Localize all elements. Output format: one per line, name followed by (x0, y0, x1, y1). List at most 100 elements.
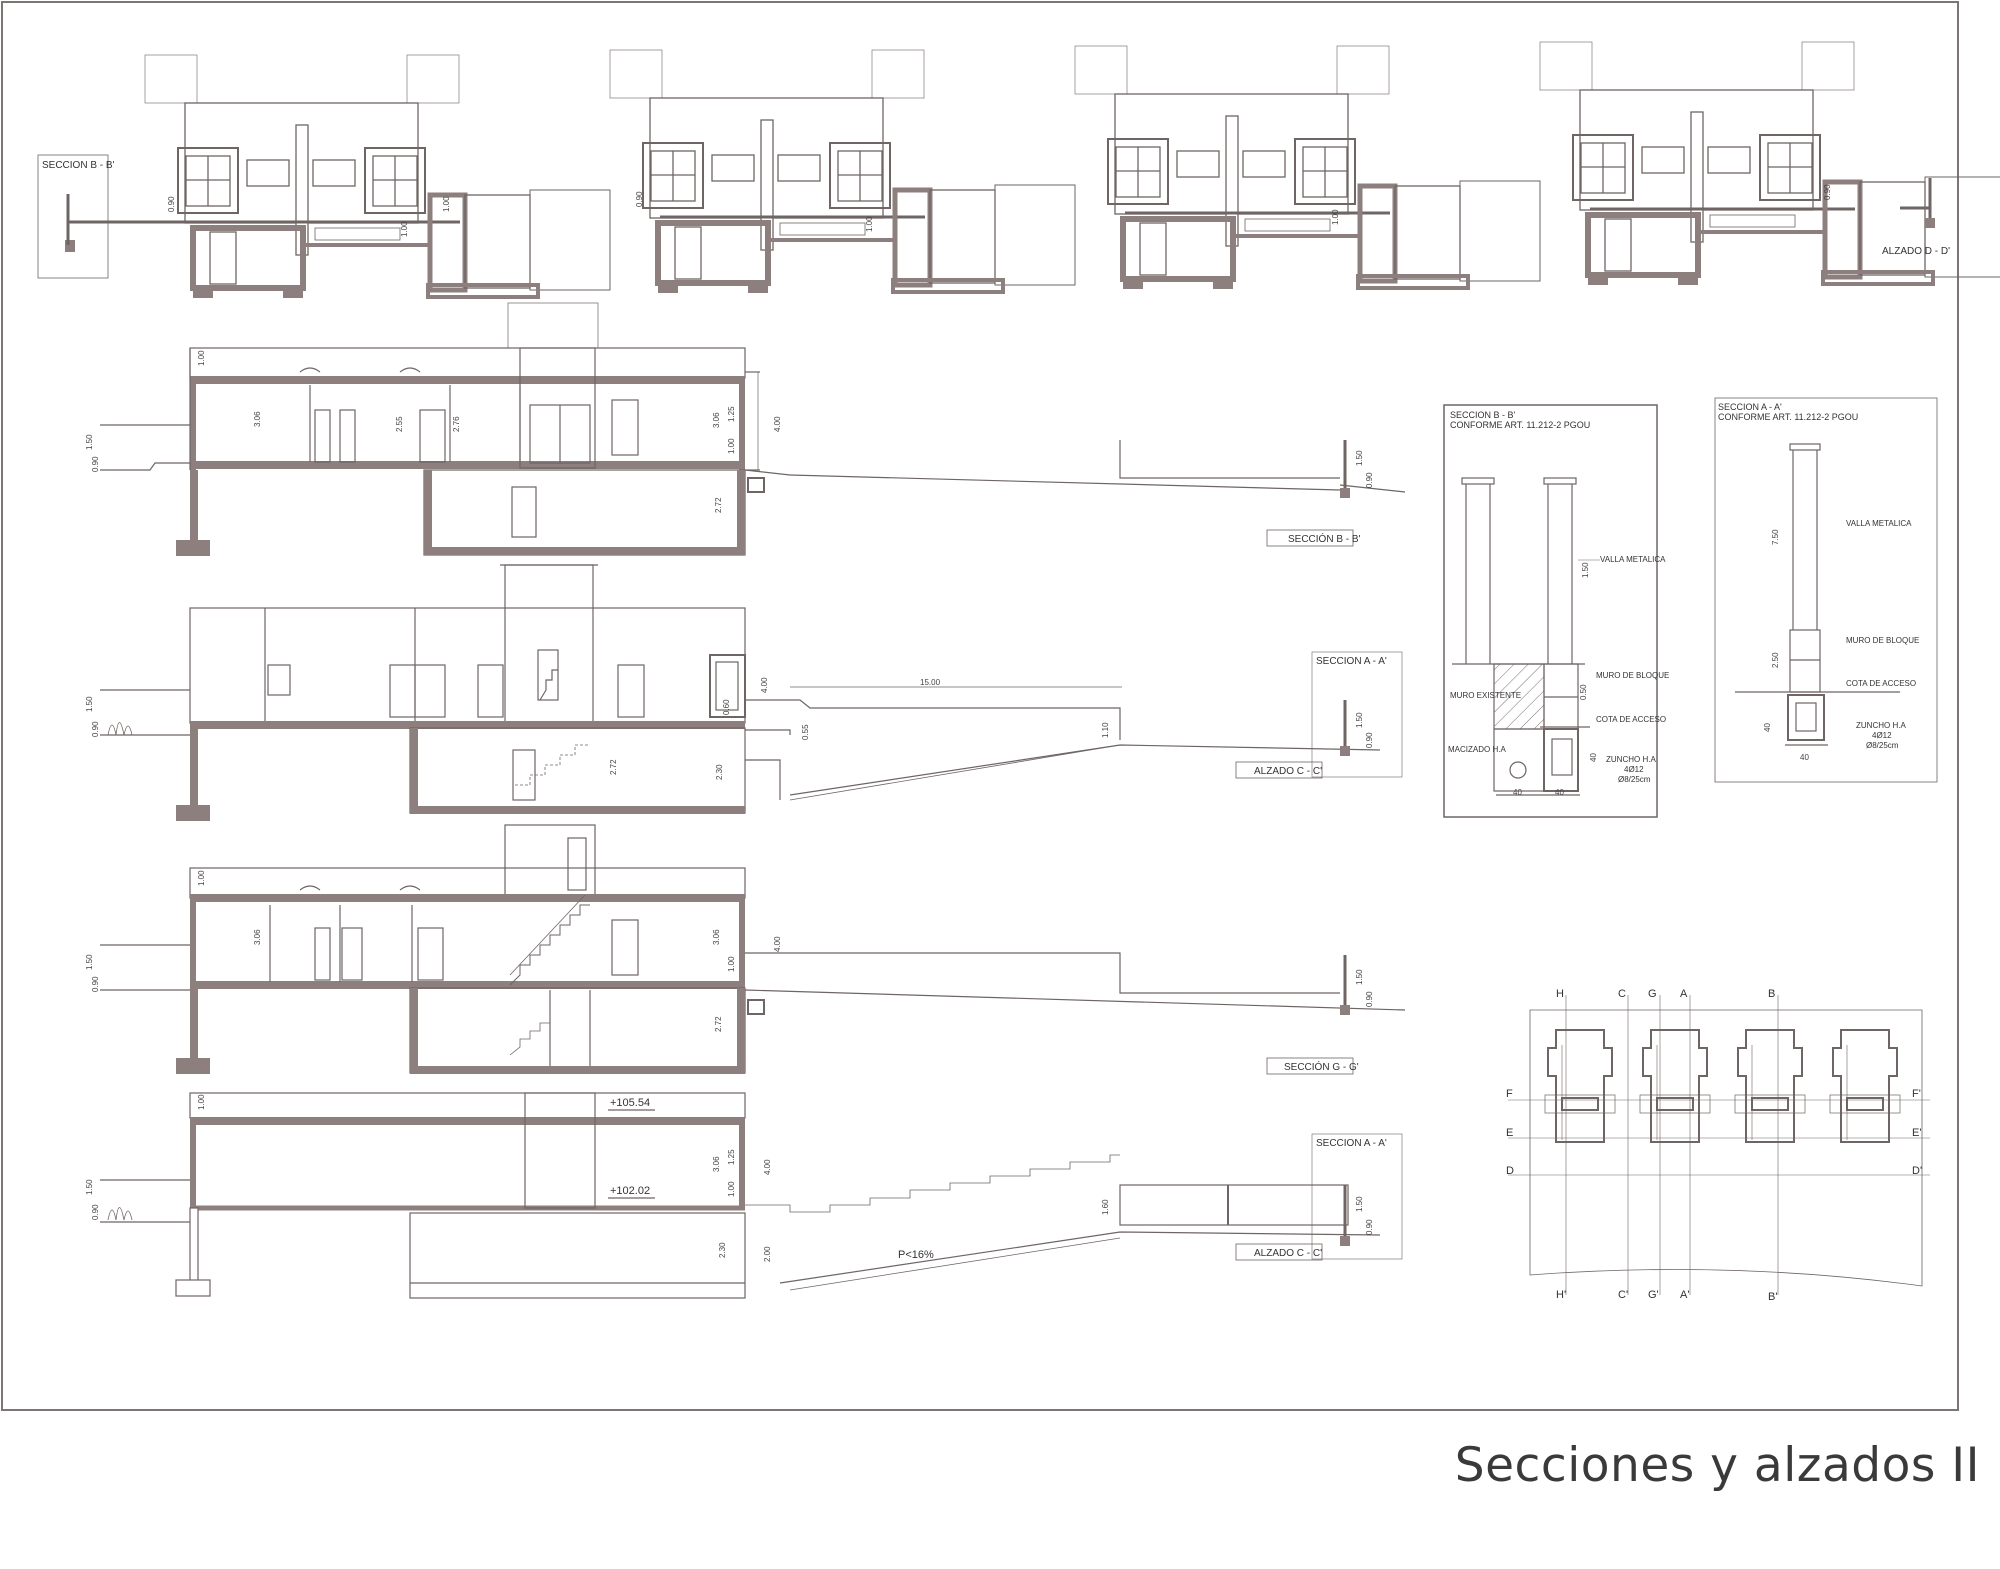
section-a-dim-1: 1.50 (85, 696, 94, 712)
elevation-dim-4: 1.00 (865, 216, 874, 232)
detail-b-dim-1: 1.50 (1581, 562, 1590, 578)
section-b: SECCIÓN B - B' 1.00 1.50 0.90 3.06 2.55 … (85, 302, 1406, 556)
section-g-dim-4: 3.06 (253, 929, 262, 945)
elevation-dim-3: 0.90 (635, 191, 644, 207)
section-a-dim-7: 2.72 (609, 759, 618, 775)
section-a-levels-dim-8: 2.30 (718, 1242, 727, 1258)
key-bottom-h: H' (1556, 1289, 1566, 1301)
detail-b-existing-wall: MURO EXISTENTE (1450, 691, 1521, 700)
section-a-levels-dim-2: 1.50 (85, 1179, 94, 1195)
section-b-dim-9: 1.00 (727, 438, 736, 454)
detail-a-dim-2: 2.50 (1771, 652, 1780, 668)
ramp-slope: P<16% (898, 1249, 934, 1261)
detail-a-stirrups: Ø8/25cm (1866, 741, 1899, 750)
detail-a-ring-beam: ZUNCHO H.A (1856, 721, 1906, 730)
section-b-dim-6: 2.76 (452, 416, 461, 432)
section-a-levels-tag-bottom: ALZADO C - C' (1254, 1248, 1322, 1259)
section-a-dim-10: 1.50 (1355, 712, 1364, 728)
section-a-levels-dim-1: 1.00 (197, 1094, 206, 1110)
detail-b-solid-ha: MACIZADO H.A (1448, 745, 1506, 754)
section-b-dim-11: 2.72 (714, 497, 723, 513)
key-top-h: H (1556, 988, 1564, 1000)
section-a-dim-6: 0.55 (801, 724, 810, 740)
section-g-tag: SECCIÓN G - G' (1284, 1060, 1359, 1073)
section-b-tag: SECCIÓN B - B' (1288, 532, 1361, 545)
detail-a-title-2: CONFORME ART. 11.212-2 PGOU (1718, 412, 1858, 422)
section-a-dim-5: 15.00 (920, 678, 941, 687)
detail-b-dim-3: 40 (1513, 788, 1522, 797)
key-right-d: D' (1912, 1165, 1922, 1177)
detail-a-title-1: SECCION A - A' (1718, 402, 1782, 412)
section-a-dim-11: 0.90 (1365, 732, 1374, 748)
detail-b-title-1: SECCION B - B' (1450, 410, 1516, 420)
section-a-levels-dim-3: 0.90 (91, 1204, 100, 1220)
key-left-e: E (1506, 1127, 1513, 1139)
section-b-dim-7: 3.06 (712, 412, 721, 428)
level-bottom: +102.02 (610, 1185, 650, 1197)
detail-a-block-wall: MURO DE BLOQUE (1846, 636, 1919, 645)
section-g-dim-1: 1.00 (197, 870, 206, 886)
section-a-dim-3: 4.00 (760, 677, 769, 693)
detail-b-rebar: 4Ø12 (1624, 765, 1644, 774)
elevation-dim-1: 0.90 (167, 196, 176, 212)
key-bottom-b: B' (1768, 1291, 1777, 1303)
section-a-tag-top: SECCION A - A' (1316, 656, 1387, 667)
page-title: Secciones y alzados II (1454, 1438, 1980, 1493)
section-b-dim-13: 0.90 (1365, 472, 1374, 488)
key-right-e: E' (1912, 1127, 1921, 1139)
elevation-right-tag: ALZADO D - D' (1882, 246, 1950, 257)
sheet-frame (1, 1, 1959, 1411)
section-a-levels-dim-12: 0.90 (1365, 1219, 1374, 1235)
key-top-a: A (1680, 988, 1688, 1000)
section-g-dim-3: 0.90 (91, 976, 100, 992)
section-a-dim-8: 2.30 (715, 764, 724, 780)
detail-section-b: SECCION B - B' CONFORME ART. 11.212-2 PG… (1443, 404, 1669, 818)
section-g-dim-9: 1.50 (1355, 969, 1364, 985)
detail-a-access-level: COTA DE ACCESO (1846, 679, 1916, 688)
detail-b-dim-4: 40 (1555, 788, 1564, 797)
detail-b-dim-5: 40 (1589, 753, 1598, 762)
section-b-dim-12: 1.50 (1355, 450, 1364, 466)
key-top-g: G (1648, 988, 1657, 1000)
section-a-levels-dim-6: 1.00 (727, 1181, 736, 1197)
detail-b-stirrups: Ø8/25cm (1618, 775, 1651, 784)
section-b-dim-3: 0.90 (91, 456, 100, 472)
section-b-dim-8: 1.25 (727, 406, 736, 422)
elevation-dim-7: 0.90 (1823, 184, 1832, 200)
section-b-dim-4: 3.06 (253, 411, 262, 427)
key-left-f: F (1506, 1088, 1513, 1100)
section-g-dim-8: 2.72 (714, 1016, 723, 1032)
elevation-dim-5: 1.00 (1331, 209, 1340, 225)
detail-b-block-wall: MURO DE BLOQUE (1596, 671, 1669, 680)
key-plan: H C G A B H' C' G' A' B' F E D F' E' D' (1506, 988, 1930, 1303)
section-b-dim-5: 2.55 (395, 416, 404, 432)
detail-b-title-2: CONFORME ART. 11.212-2 PGOU (1450, 420, 1590, 430)
elevation-dim-6: 1.00 (400, 221, 409, 237)
section-a-levels-dim-11: 1.50 (1355, 1196, 1364, 1212)
section-a-tag-bottom: ALZADO C - C' (1254, 766, 1322, 777)
detail-a-dim-3: 40 (1763, 723, 1772, 732)
section-a-levels-tag-top: SECCION A - A' (1316, 1138, 1387, 1149)
detail-a-rebar: 4Ø12 (1872, 731, 1892, 740)
key-top-c: C (1618, 988, 1626, 1000)
section-g-dim-2: 1.50 (85, 954, 94, 970)
section-g-dim-6: 1.00 (727, 956, 736, 972)
section-g-dim-10: 0.90 (1365, 991, 1374, 1007)
section-a-levels-dim-7: 4.00 (763, 1159, 772, 1175)
section-a-levels-dim-10: 1.60 (1101, 1199, 1110, 1215)
detail-b-ring-beam: ZUNCHO H.A (1606, 755, 1656, 764)
detail-a-dim-4: 40 (1800, 753, 1809, 762)
detail-section-a: SECCION A - A' CONFORME ART. 11.212-2 PG… (1714, 397, 1938, 783)
section-b-dim-2: 1.50 (85, 434, 94, 450)
key-bottom-g: G' (1648, 1289, 1659, 1301)
section-a-levels: +105.54 +102.02 P<16% SECCION A - A' ALZ… (85, 1092, 1403, 1299)
key-left-d: D (1506, 1165, 1514, 1177)
elevation-strip: SECCION B - B' (37, 42, 2000, 299)
elevation-dim-2: 1.00 (442, 196, 451, 212)
detail-b-fence: VALLA METALICA (1600, 555, 1666, 564)
detail-a-fence: VALLA METALICA (1846, 519, 1912, 528)
detail-b-dim-2: 0.50 (1579, 684, 1588, 700)
section-g-dim-7: 4.00 (773, 936, 782, 952)
